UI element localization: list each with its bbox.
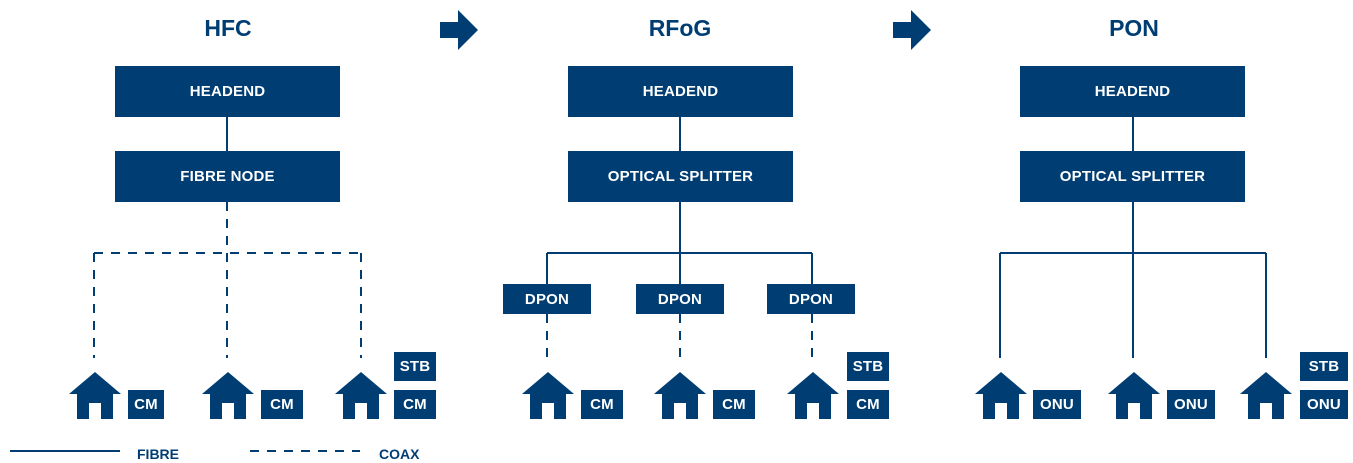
home-icon (522, 372, 574, 419)
hfc-home-1-cm-label: CM (128, 390, 164, 419)
hfc-home-3-cm-label: CM (394, 390, 436, 419)
column-title-rfog: RFoG (648, 15, 712, 41)
rfog-dpon-box-1: DPON (503, 284, 591, 314)
rfog-dpon-box-3: DPON (767, 284, 855, 314)
home-icon (1240, 372, 1292, 419)
legend-fibre-line (10, 450, 120, 452)
home-icon (335, 372, 387, 419)
hfc-fibre-node-box: FIBRE NODE (115, 151, 340, 202)
rfog-splitter-box: OPTICAL SPLITTER (568, 151, 793, 202)
pon-headend-box: HEADEND (1020, 66, 1245, 117)
arrow-right-icon (440, 10, 478, 50)
home-icon (1108, 372, 1160, 419)
rfog-home-1-cm-label: CM (581, 390, 623, 419)
hfc-headend-box: HEADEND (115, 66, 340, 117)
pon-home-2-onu-label: ONU (1167, 390, 1215, 419)
legend-coax-label: COAX (379, 446, 420, 462)
home-icon (202, 372, 254, 419)
pon-home-1-onu-label: ONU (1033, 390, 1081, 419)
home-icon (787, 372, 839, 419)
column-title-pon: PON (1109, 15, 1159, 41)
arrow-right-icon (893, 10, 931, 50)
column-title-hfc: HFC (204, 15, 252, 41)
pon-home-3-stb-label: STB (1300, 352, 1348, 381)
home-icon (654, 372, 706, 419)
rfog-home-3-stb-label: STB (847, 352, 889, 381)
pon-splitter-box: OPTICAL SPLITTER (1020, 151, 1245, 202)
hfc-home-3-stb-label: STB (394, 352, 436, 381)
pon-home-3-onu-label: ONU (1300, 390, 1348, 419)
home-icon (975, 372, 1027, 419)
hfc-home-2-cm-label: CM (261, 390, 303, 419)
rfog-home-2-cm-label: CM (713, 390, 755, 419)
home-icon (69, 372, 121, 419)
rfog-dpon-box-2: DPON (636, 284, 724, 314)
rfog-home-3-cm-label: CM (847, 390, 889, 419)
legend-fibre-label: FIBRE (137, 446, 179, 462)
legend-coax-line (250, 450, 360, 452)
rfog-headend-box: HEADEND (568, 66, 793, 117)
